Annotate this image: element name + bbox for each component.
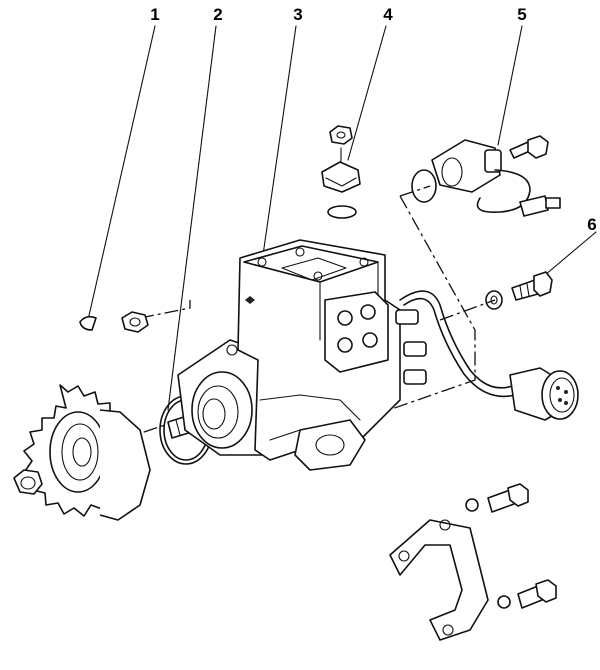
callout-1: 1: [150, 5, 160, 24]
leader-6: [544, 231, 597, 276]
callout-5: 5: [517, 5, 527, 24]
leader-lines: [87, 25, 597, 411]
leader-4: [347, 25, 387, 161]
sprocket-nut-icon: [13, 469, 43, 495]
key-icon: [79, 315, 97, 331]
nut-icon: [121, 311, 149, 333]
leader-1: [87, 25, 156, 321]
pump-body-icon: [177, 239, 427, 471]
callout-4: 4: [383, 5, 393, 24]
leader-2: [167, 25, 217, 411]
callout-6: 6: [587, 215, 597, 234]
sprocket-icon: [23, 384, 151, 521]
banjo-bolt-icon: [485, 271, 553, 310]
connector-icon: [509, 367, 579, 421]
bracket-icon: [389, 483, 557, 641]
stop-solenoid-icon: [321, 125, 361, 219]
leader-3: [261, 25, 297, 263]
sensor-icon: [411, 135, 561, 217]
leader-5: [497, 25, 523, 146]
callout-2: 2: [213, 5, 223, 24]
wiring-harness-icon: [399, 290, 516, 398]
callout-3: 3: [293, 5, 303, 24]
